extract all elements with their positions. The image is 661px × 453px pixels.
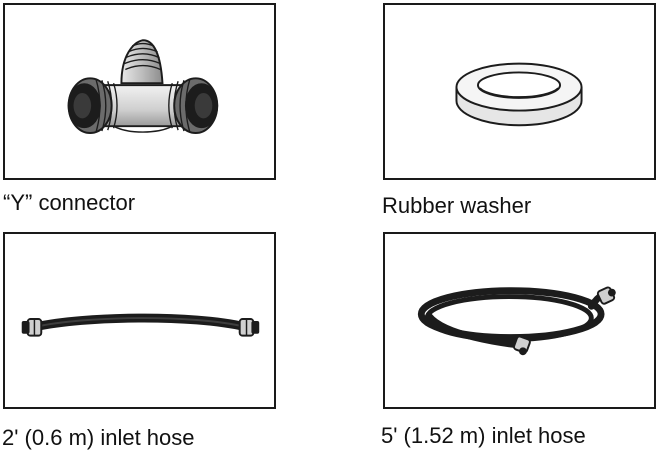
long-inlet-hose-icon [417,286,616,356]
rubber-washer-label: Rubber washer [382,193,532,218]
short-inlet-hose-panel [3,232,276,409]
long-inlet-hose-label: 5' (1.52 m) inlet hose [381,423,586,448]
short-inlet-hose-icon [21,313,260,337]
y-connector-label: “Y” connector [3,190,136,215]
long-inlet-hose-panel [383,232,656,409]
y-connector-icon [67,39,219,135]
short-inlet-hose-label: 2' (0.6 m) inlet hose [2,425,195,450]
y-connector-panel [3,3,276,180]
rubber-washer-icon [455,62,583,127]
rubber-washer-panel [383,3,656,180]
